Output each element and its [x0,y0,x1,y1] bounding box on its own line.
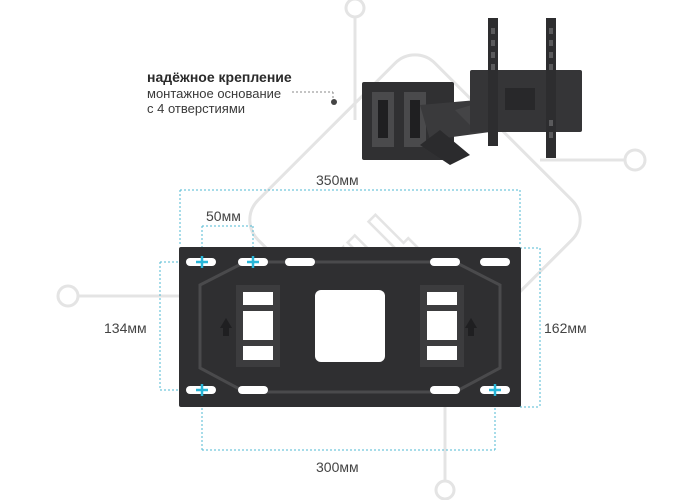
mount-arm-photo [362,18,582,165]
arrow-up-icon [220,318,232,336]
dimension-right-height: 162мм [544,320,587,336]
mounting-base-plate [179,247,521,407]
feature-leader-dot [331,99,337,105]
dimension-left-height: 134мм [104,320,147,336]
arrow-up-icon [465,318,477,336]
feature-description-line1: монтажное основание [147,86,282,101]
feature-title: надёжное крепление [147,69,292,85]
dimension-bottom-width: 300мм [316,459,359,475]
dimension-hole-spacing: 50мм [206,208,241,224]
dimension-top-width: 350мм [316,172,359,188]
feature-description-line2: с 4 отверстиями [147,101,246,116]
plus-marker-icon [196,256,501,396]
